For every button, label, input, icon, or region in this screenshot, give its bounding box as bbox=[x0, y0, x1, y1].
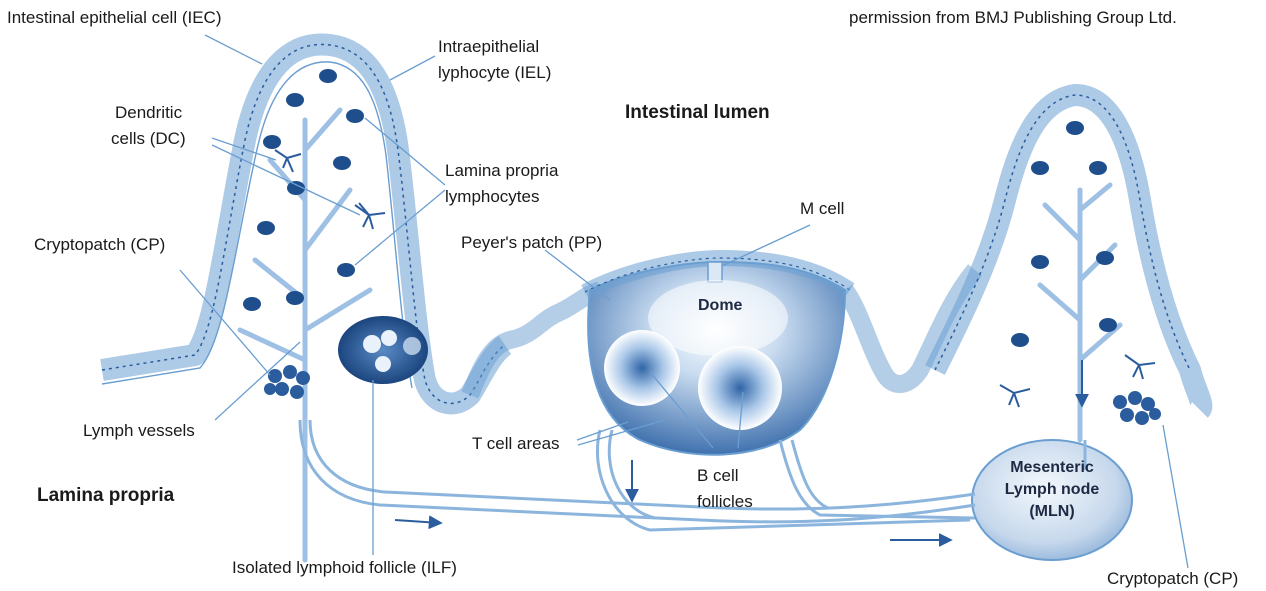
credit-text: permission from BMJ Publishing Group Ltd… bbox=[849, 7, 1177, 29]
label-intestinal-lumen: Intestinal lumen bbox=[625, 102, 770, 124]
m-cell-shape bbox=[708, 262, 722, 282]
label-iel-line1: Intraepithelial bbox=[438, 36, 539, 58]
isolated-lymphoid-follicle bbox=[338, 316, 428, 384]
label-b-cell-line1: B cell bbox=[697, 465, 739, 487]
label-lp-lymphocytes-line1: Lamina propria bbox=[445, 160, 558, 182]
label-mln-line2: Lymph node bbox=[1002, 480, 1102, 500]
label-lp-lymphocytes-line2: lymphocytes bbox=[445, 186, 539, 208]
right-villus bbox=[935, 95, 1201, 440]
label-ilf: Isolated lymphoid follicle (ILF) bbox=[232, 557, 457, 579]
b-cell-follicle-2 bbox=[698, 346, 782, 430]
label-dome: Dome bbox=[698, 296, 742, 316]
label-mln-line1: Mesenteric bbox=[1002, 458, 1102, 478]
label-m-cell: M cell bbox=[800, 198, 844, 220]
cryptopatch-right-cluster bbox=[1113, 391, 1161, 425]
peyers-patch bbox=[585, 258, 850, 455]
label-cryptopatch-right: Cryptopatch (CP) bbox=[1107, 568, 1238, 590]
label-lamina-propria: Lamina propria bbox=[37, 485, 174, 507]
label-iec: Intestinal epithelial cell (IEC) bbox=[7, 7, 221, 29]
label-t-cell-areas: T cell areas bbox=[472, 433, 560, 455]
label-mln-line3: (MLN) bbox=[1002, 502, 1102, 522]
label-iel-line2: lyphocyte (IEL) bbox=[438, 62, 551, 84]
label-lymph-vessels: Lymph vessels bbox=[83, 420, 195, 442]
label-b-cell-line2: follicles bbox=[697, 491, 753, 513]
label-dc-line2: cells (DC) bbox=[111, 128, 186, 150]
label-cryptopatch-left: Cryptopatch (CP) bbox=[34, 234, 165, 256]
label-peyers-patch: Peyer's patch (PP) bbox=[461, 232, 602, 254]
label-dc-line1: Dendritic bbox=[115, 102, 182, 124]
